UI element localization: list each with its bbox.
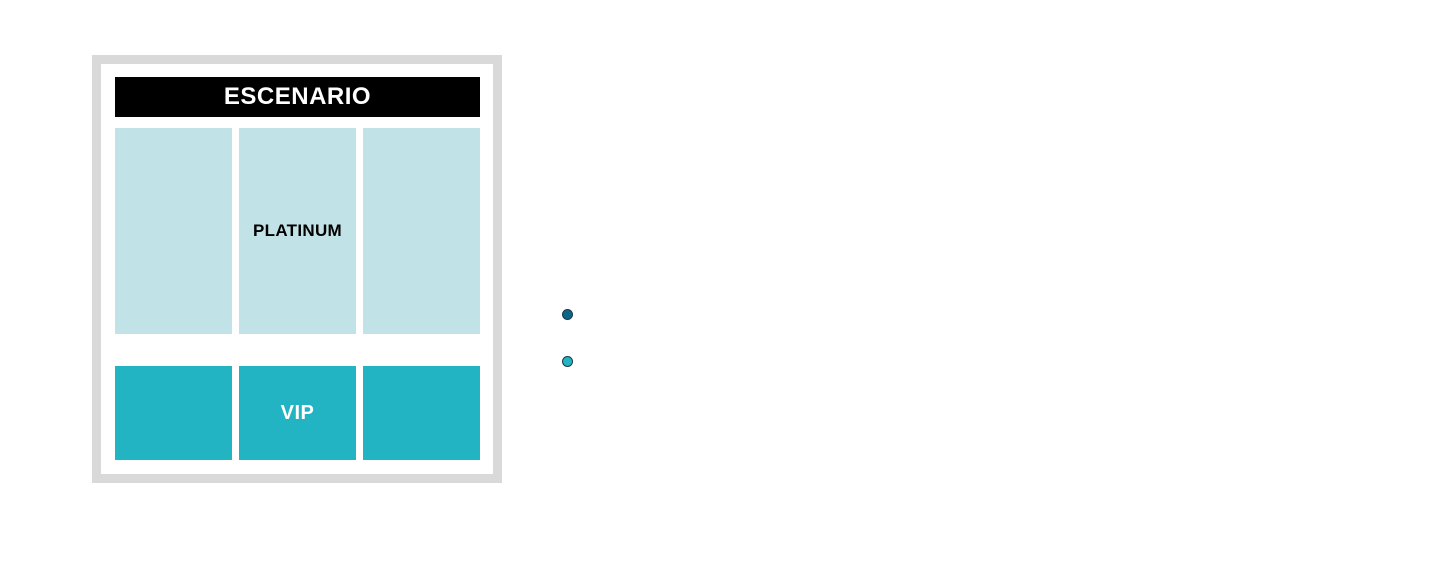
venue-map: ESCENARIO PLATINUM VIP xyxy=(92,55,502,483)
legend-dot-icon xyxy=(562,356,573,367)
legend-dot-icon xyxy=(562,309,573,320)
platinum-section-left[interactable] xyxy=(115,128,232,334)
vip-section-left[interactable] xyxy=(115,366,232,460)
stage-label: ESCENARIO xyxy=(115,77,480,117)
platinum-section-center[interactable]: PLATINUM xyxy=(239,128,356,334)
legend-item-vip xyxy=(562,356,573,367)
vip-label: VIP xyxy=(280,401,315,424)
vip-section-center[interactable]: VIP xyxy=(239,366,356,460)
legend-item-platinum xyxy=(562,309,573,320)
vip-section-right[interactable] xyxy=(363,366,480,460)
platinum-section-right[interactable] xyxy=(363,128,480,334)
venue-map-inner: ESCENARIO PLATINUM VIP xyxy=(101,64,493,474)
platinum-label: PLATINUM xyxy=(253,221,342,240)
